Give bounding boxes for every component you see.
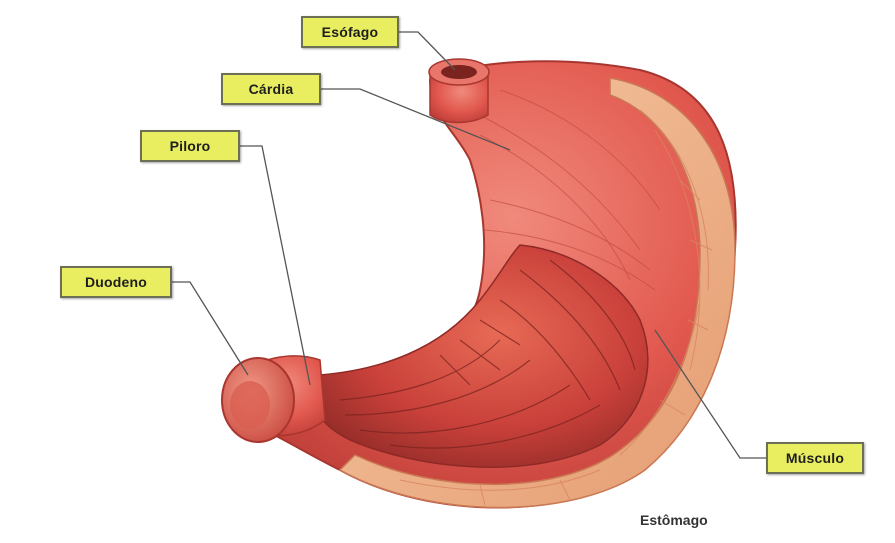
duodenum <box>222 356 325 442</box>
label-esofago: Esófago <box>301 16 399 48</box>
leader-line-duodeno <box>172 282 248 375</box>
leader-line-piloro <box>240 146 310 385</box>
label-duodeno: Duodeno <box>60 266 172 298</box>
label-musculo: Músculo <box>766 442 864 474</box>
label-cardia: Cárdia <box>221 73 321 105</box>
esophagus <box>429 59 489 123</box>
label-piloro: Piloro <box>140 130 240 162</box>
diagram-caption: Estômago <box>640 512 708 528</box>
